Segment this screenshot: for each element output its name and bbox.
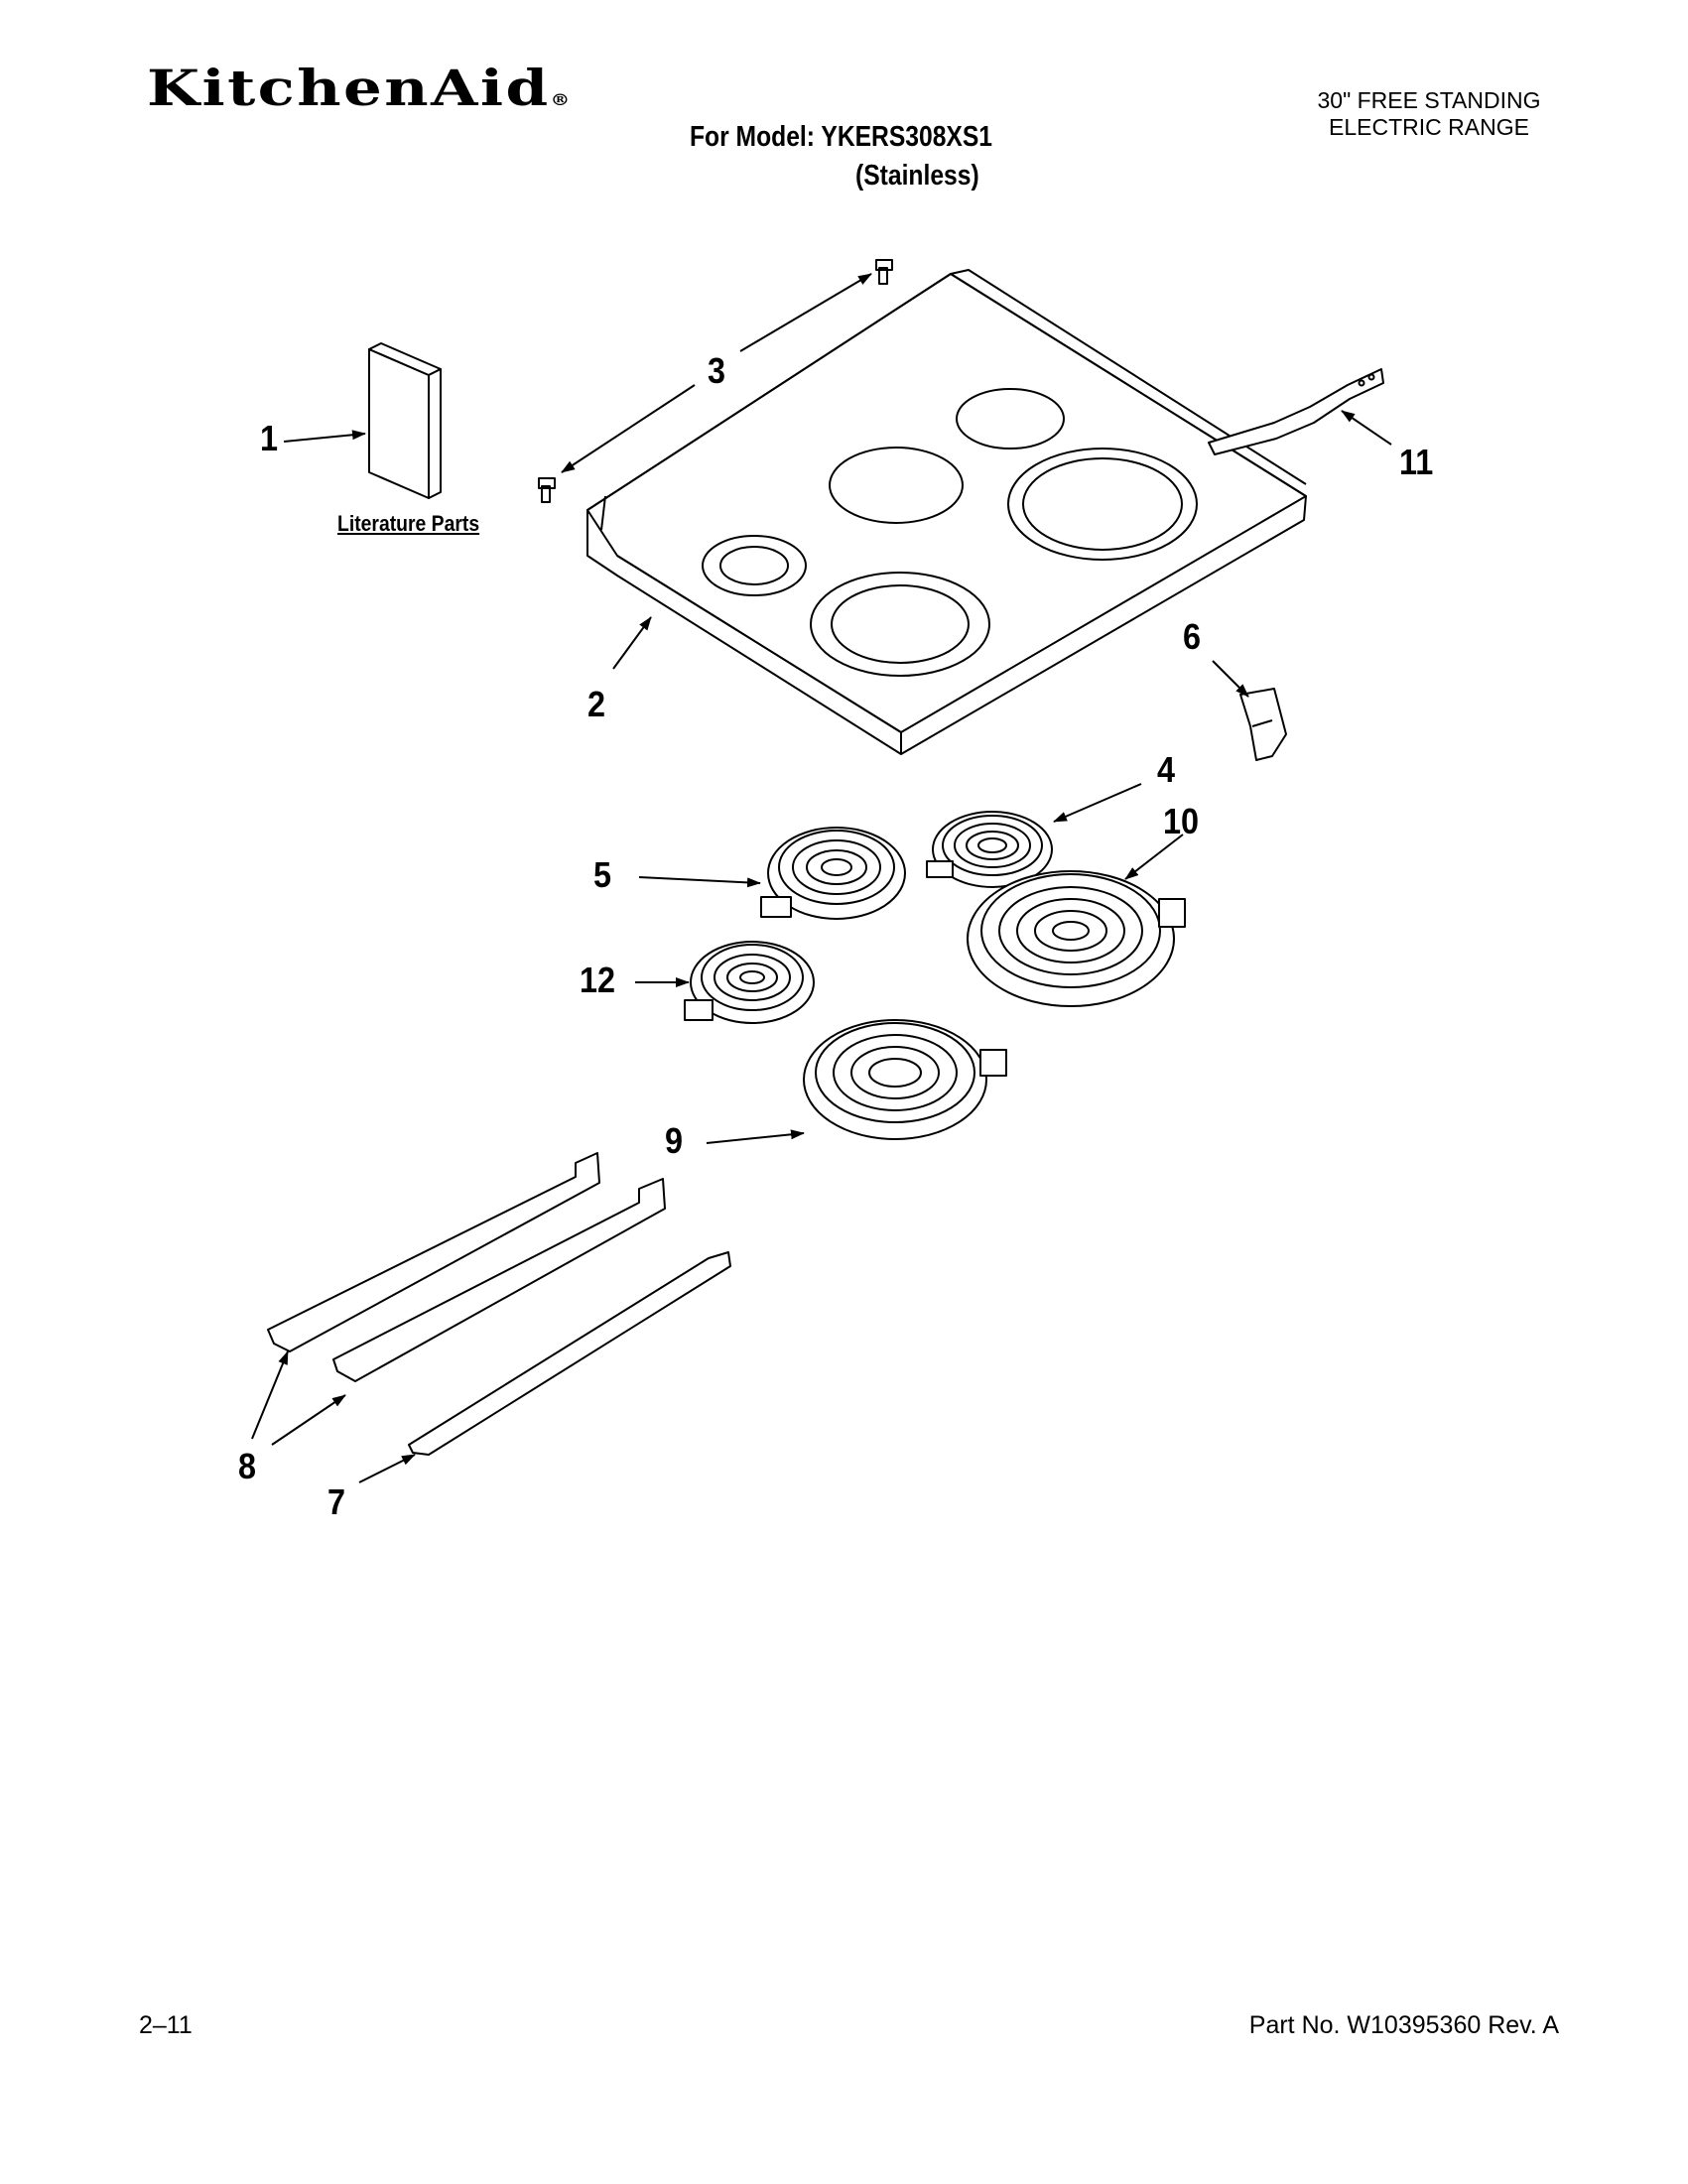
literature-booklet-part	[368, 342, 442, 499]
page-number: 2–11	[139, 2011, 193, 2039]
callout-5: 5	[593, 854, 612, 895]
brand-logo: KitchenAid®	[147, 59, 571, 117]
model-number: For Model: YKERS308XS1	[690, 121, 993, 153]
callout-1: 1	[260, 418, 279, 458]
callout-9: 9	[665, 1120, 684, 1161]
callout-11: 11	[1399, 442, 1434, 482]
callout-4: 4	[1157, 749, 1176, 790]
literature-parts-label: Literature Parts	[337, 511, 480, 536]
element-9-part	[803, 1019, 1007, 1140]
clip-part	[538, 259, 893, 503]
bracket-bar-part	[1208, 368, 1384, 455]
callout-2: 2	[587, 684, 606, 724]
callout-10: 10	[1163, 801, 1200, 841]
element-4-part	[926, 811, 1053, 888]
trim-strip-part	[408, 1251, 731, 1456]
knob-part	[1239, 688, 1287, 761]
callout-7: 7	[327, 1481, 346, 1522]
callout-leaders	[251, 273, 1392, 1483]
element-10-part	[967, 870, 1186, 1007]
registered-mark: ®	[550, 90, 571, 109]
element-12-part	[684, 941, 815, 1024]
support-rail-part	[267, 1152, 666, 1382]
cooktop-glass-part	[586, 269, 1307, 755]
product-type-line-1: 30" FREE STANDING	[1317, 87, 1541, 113]
product-type-line-2: ELECTRIC RANGE	[1329, 114, 1529, 140]
element-5-part	[760, 827, 906, 920]
callout-3: 3	[708, 350, 726, 391]
callout-8: 8	[238, 1446, 257, 1486]
callout-12: 12	[580, 960, 616, 1000]
callout-6: 6	[1183, 616, 1202, 657]
part-number: Part No. W10395360 Rev. A	[1248, 2011, 1559, 2039]
model-finish: (Stainless)	[855, 160, 979, 192]
product-type: 30" FREE STANDING ELECTRIC RANGE	[1280, 87, 1578, 141]
